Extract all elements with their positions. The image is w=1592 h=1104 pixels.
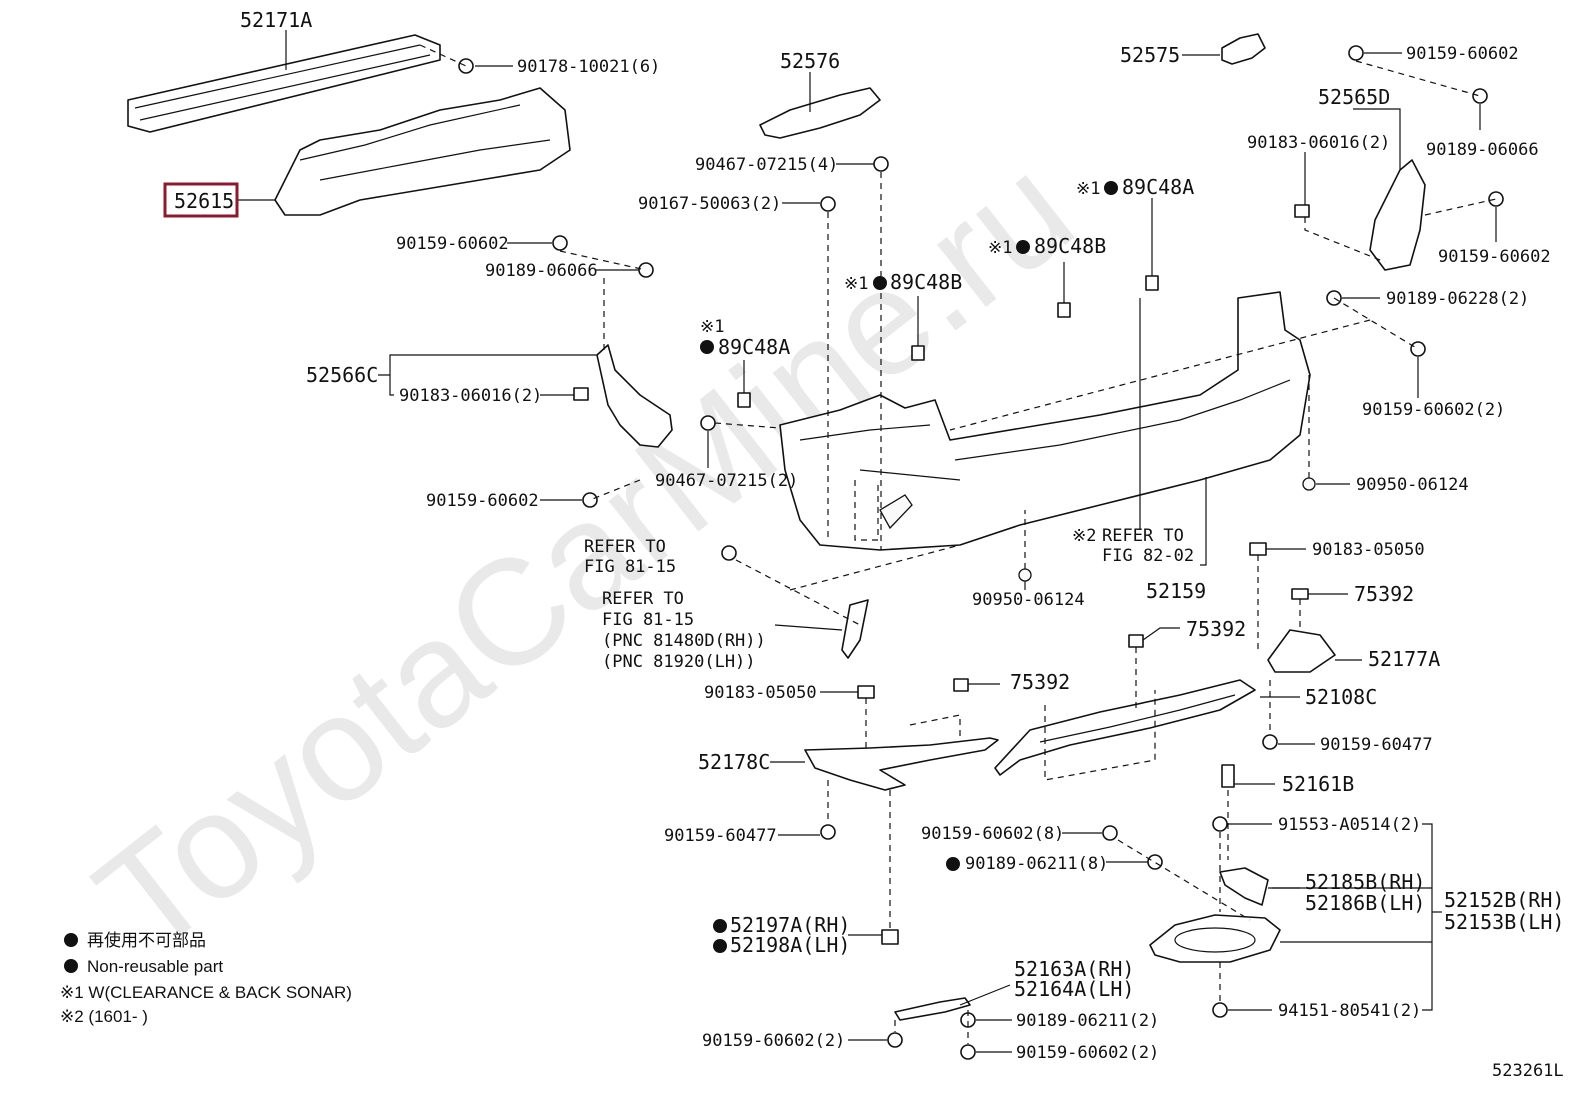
label-90159-60602-2-right[interactable]: 90159-60602(2) bbox=[1362, 400, 1505, 420]
refer-82-line1[interactable]: REFER TO bbox=[1102, 526, 1184, 546]
label-52171A[interactable]: 52171A bbox=[240, 8, 312, 32]
note-mark-2: ※1 bbox=[988, 238, 1012, 258]
label-89C48A-left[interactable]: 89C48A bbox=[718, 335, 790, 359]
note-mark-5: ※2 bbox=[1072, 526, 1096, 546]
label-89C48B-b[interactable]: 89C48B bbox=[890, 270, 962, 294]
part-52159-bumper-cover[interactable] bbox=[779, 291, 1311, 551]
label-75392-a[interactable]: 75392 bbox=[1354, 582, 1414, 606]
note-mark-4: ※1 bbox=[700, 317, 724, 337]
label-52186B[interactable]: 52186B(LH) bbox=[1305, 891, 1425, 915]
label-90183-05050-left[interactable]: 90183-05050 bbox=[704, 683, 817, 703]
part-labels: 52171A 90178-10021(6) 52615 52576 90467-… bbox=[174, 8, 1564, 1063]
label-90950-06124-center[interactable]: 90950-06124 bbox=[972, 590, 1085, 610]
label-52615[interactable]: 52615 bbox=[174, 189, 234, 213]
label-90159-60477-left[interactable]: 90159-60477 bbox=[664, 826, 777, 846]
label-90189-06211-2[interactable]: 90189-06211(2) bbox=[1016, 1011, 1159, 1031]
label-52161B[interactable]: 52161B bbox=[1282, 772, 1354, 796]
label-52108C[interactable]: 52108C bbox=[1305, 685, 1377, 709]
legend-non-reusable-jp: 再使用不可部品 bbox=[87, 930, 206, 950]
label-90189-06066-left[interactable]: 90189-06066 bbox=[485, 261, 598, 281]
label-52163A[interactable]: 52163A(RH) bbox=[1014, 957, 1134, 981]
note-mark-1: ※1 bbox=[1076, 179, 1100, 199]
refer-81-15-a-line2[interactable]: FIG 81-15 bbox=[584, 557, 676, 577]
part-52576-bracket[interactable] bbox=[759, 87, 881, 139]
part-52177A-bracket[interactable] bbox=[1267, 629, 1336, 673]
label-90183-06016-left[interactable]: 90183-06016(2) bbox=[399, 386, 542, 406]
label-52164A[interactable]: 52164A(LH) bbox=[1014, 977, 1134, 1001]
label-52565D[interactable]: 52565D bbox=[1318, 85, 1390, 109]
note-mark-3: ※1 bbox=[844, 274, 868, 294]
part-52565D-retainer[interactable] bbox=[1369, 159, 1426, 271]
label-90159-60602-c[interactable]: 90159-60602 bbox=[396, 234, 509, 254]
non-reusable-markers bbox=[64, 181, 1118, 973]
label-52566C[interactable]: 52566C bbox=[306, 363, 378, 387]
part-52575-bracket[interactable] bbox=[1221, 33, 1266, 65]
legend-non-reusable-en: Non-reusable part bbox=[87, 957, 223, 976]
legend-note-2: ※2 (1601- ) bbox=[60, 1007, 148, 1026]
label-90159-60602-a[interactable]: 90159-60602 bbox=[1406, 44, 1519, 64]
highlight-box-52615 bbox=[163, 182, 239, 218]
label-90189-06211-8[interactable]: 90189-06211(8) bbox=[965, 854, 1108, 874]
label-90167-50063[interactable]: 90167-50063(2) bbox=[638, 194, 781, 214]
part-52615-absorber[interactable] bbox=[274, 87, 571, 216]
refer-81-15-b-line3[interactable]: (PNC 81480D(RH)) bbox=[602, 631, 766, 651]
label-90178-10021[interactable]: 90178-10021(6) bbox=[517, 57, 660, 77]
part-52566C-retainer[interactable] bbox=[596, 344, 673, 448]
label-75392-b[interactable]: 75392 bbox=[1186, 617, 1246, 641]
legend-note-1: ※1 W(CLEARANCE & BACK SONAR) bbox=[60, 983, 352, 1002]
label-90950-06124-right[interactable]: 90950-06124 bbox=[1356, 475, 1469, 495]
label-90159-60602-8[interactable]: 90159-60602(8) bbox=[921, 824, 1064, 844]
legend: 再使用不可部品 Non-reusable part ※1 W(CLEARANCE… bbox=[60, 930, 352, 1026]
refer-81-15-b-line4[interactable]: (PNC 81920(LH)) bbox=[602, 652, 756, 672]
part-52171A-reinforcement[interactable] bbox=[127, 34, 441, 133]
part-reflector[interactable] bbox=[841, 599, 869, 659]
part-52163A-bracket[interactable] bbox=[894, 997, 971, 1021]
label-90467-07215-4[interactable]: 90467-07215(4) bbox=[695, 155, 838, 175]
label-75392-c[interactable]: 75392 bbox=[1010, 670, 1070, 694]
label-52575[interactable]: 52575 bbox=[1120, 43, 1180, 67]
label-52198A[interactable]: 52198A(LH) bbox=[730, 933, 850, 957]
label-52159[interactable]: 52159 bbox=[1146, 579, 1206, 603]
label-90183-05050-right[interactable]: 90183-05050 bbox=[1312, 540, 1425, 560]
refer-81-15-b-line1[interactable]: REFER TO bbox=[602, 589, 684, 609]
label-90159-60602-b[interactable]: 90159-60602 bbox=[1438, 247, 1551, 267]
label-90467-07215-2[interactable]: 90467-07215(2) bbox=[655, 471, 798, 491]
label-52576[interactable]: 52576 bbox=[780, 49, 840, 73]
label-90159-60477-right[interactable]: 90159-60477 bbox=[1320, 735, 1433, 755]
label-90159-60602-2-bottom-right[interactable]: 90159-60602(2) bbox=[1016, 1043, 1159, 1063]
part-52152B-muffler-cover[interactable] bbox=[1149, 914, 1281, 963]
leader-lines bbox=[238, 30, 1497, 1053]
label-90159-60602-2-bottom-left[interactable]: 90159-60602(2) bbox=[702, 1031, 845, 1051]
refer-81-15-b-line2[interactable]: FIG 81-15 bbox=[602, 610, 694, 630]
label-91553-A0514[interactable]: 91553-A0514(2) bbox=[1278, 815, 1421, 835]
diagram-id: 523261L bbox=[1492, 1061, 1564, 1081]
label-52152B[interactable]: 52152B(RH) bbox=[1444, 888, 1564, 912]
dashed-assembly-lines bbox=[419, 44, 1497, 1044]
label-90159-60602-d[interactable]: 90159-60602 bbox=[426, 491, 539, 511]
part-52178C-lower-cover[interactable] bbox=[804, 737, 999, 791]
label-52177A[interactable]: 52177A bbox=[1368, 647, 1440, 671]
label-89C48B-a[interactable]: 89C48B bbox=[1034, 234, 1106, 258]
label-89C48A-top[interactable]: 89C48A bbox=[1122, 175, 1194, 199]
label-52197A[interactable]: 52197A(RH) bbox=[730, 913, 850, 937]
label-52153B[interactable]: 52153B(LH) bbox=[1444, 910, 1564, 934]
label-52185B[interactable]: 52185B(RH) bbox=[1305, 870, 1425, 894]
part-52108C-spoiler[interactable] bbox=[994, 679, 1256, 776]
refer-82-line2[interactable]: FIG 82-02 bbox=[1102, 546, 1194, 566]
fasteners bbox=[458, 45, 1504, 1060]
label-94151-80541[interactable]: 94151-80541(2) bbox=[1278, 1001, 1421, 1021]
label-52178C[interactable]: 52178C bbox=[698, 750, 770, 774]
label-90183-06016-right[interactable]: 90183-06016(2) bbox=[1247, 133, 1390, 153]
label-90189-06066-right[interactable]: 90189-06066 bbox=[1426, 140, 1539, 160]
part-52185B-bracket[interactable] bbox=[1219, 867, 1269, 906]
label-90189-06228[interactable]: 90189-06228(2) bbox=[1386, 289, 1529, 309]
refer-81-15-a-line1[interactable]: REFER TO bbox=[584, 537, 666, 557]
